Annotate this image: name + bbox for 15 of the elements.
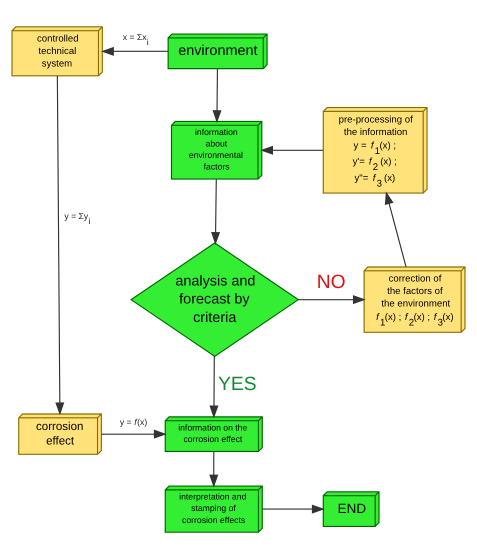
arrow	[102, 430, 167, 439]
arrow	[262, 504, 325, 514]
arrow	[100, 46, 168, 56]
arrow	[55, 76, 64, 416]
arrow	[209, 356, 218, 418]
edge-label: y = f(x)	[120, 416, 148, 427]
arrow	[298, 295, 366, 304]
arrow	[212, 68, 222, 124]
arrow	[260, 146, 323, 155]
arrow	[209, 452, 218, 488]
arrow	[211, 179, 220, 245]
edge-label: YES	[218, 374, 257, 395]
node-diamond: analysis and forecast by criteria	[130, 242, 300, 358]
arrow	[384, 191, 407, 267]
edge-label: NO	[316, 272, 346, 294]
